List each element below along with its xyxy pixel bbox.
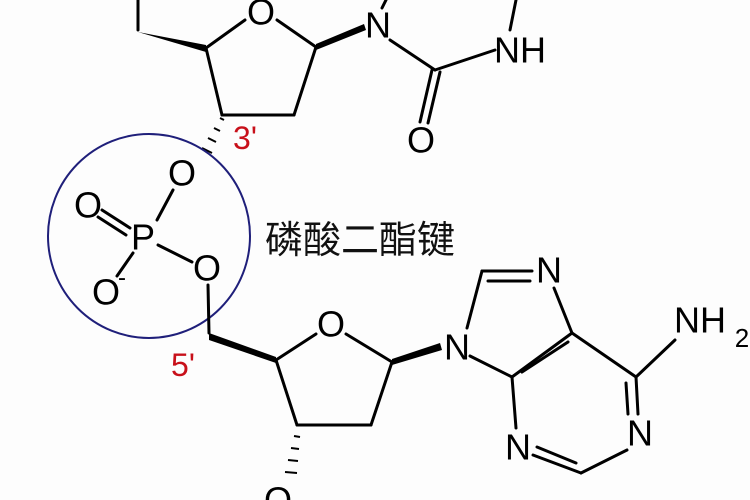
nh-top: NH	[494, 30, 546, 71]
carbonyl-oxygen: O	[407, 120, 435, 161]
bottom-deoxyribose: 5' O O	[171, 304, 442, 500]
phosphate-oxygen-anion: O	[92, 272, 120, 313]
three-prime-oxygen-bottom: O	[264, 480, 292, 500]
five-prime-label: 5'	[171, 347, 195, 383]
n3: N	[505, 427, 531, 468]
top-deoxyribose: O N NH O 3'	[136, 0, 546, 161]
nitrogen-top: N	[365, 5, 391, 46]
n9: N	[444, 327, 470, 368]
amino-group: NH	[674, 300, 726, 341]
ring-oxygen-bottom: O	[317, 304, 345, 345]
adenine-base: N N N N NH 2	[444, 250, 749, 475]
phosphate-double-oxygen: O	[74, 185, 102, 226]
n7: N	[536, 250, 562, 291]
phosphate-oxygen-5prime: O	[193, 248, 221, 289]
phosphorus: P	[131, 217, 155, 258]
n1: N	[627, 413, 653, 454]
phosphate-highlight-circle	[47, 133, 251, 339]
phosphate-group: O P O O - O	[74, 153, 221, 335]
negative-charge: -	[118, 265, 126, 292]
phosphodiester-bond-label: 磷酸二酯键	[265, 218, 455, 262]
ring-oxygen-top: O	[247, 0, 275, 33]
phosphate-oxygen-3prime: O	[168, 153, 196, 194]
three-prime-label: 3'	[233, 120, 257, 156]
amino-subscript: 2	[735, 323, 749, 353]
